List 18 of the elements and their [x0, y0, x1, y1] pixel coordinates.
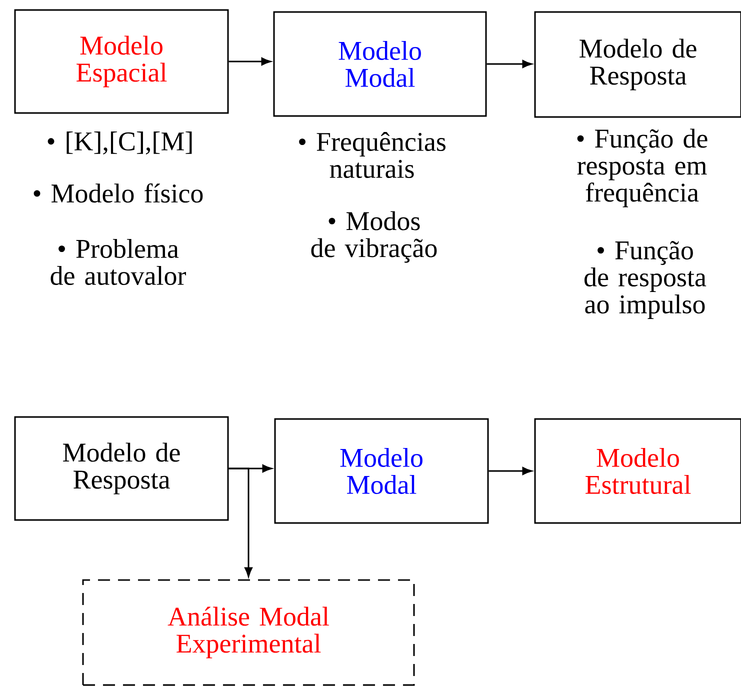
arrow — [228, 58, 271, 66]
model-box: Modelo Estrutural — [534, 418, 741, 524]
bullet-item: • Função de resposta ao impulso — [584, 241, 706, 319]
bullet-item: • Modelo físico — [34, 183, 203, 203]
bullet-item: • Frequências naturais — [299, 132, 446, 178]
bullet-item: • Modos de vibração — [311, 211, 437, 263]
model-box: Modelo de Resposta — [534, 11, 741, 118]
model-box: Modelo Modal — [274, 418, 489, 524]
bullet-item: • Problema de autovalor — [50, 239, 186, 285]
arrow — [488, 467, 532, 475]
arrow — [486, 60, 532, 68]
model-box: Modelo Modal — [273, 11, 487, 117]
model-box: Modelo de Resposta — [14, 416, 229, 521]
bullet-item: • [K],[C],[M] — [48, 132, 192, 154]
dashed-box: Análise Modal Experimental — [82, 579, 415, 686]
bullet-item: • Função de resposta em frequência — [577, 128, 708, 208]
model-box: Modelo Espacial — [14, 9, 229, 114]
arrow — [228, 468, 252, 577]
